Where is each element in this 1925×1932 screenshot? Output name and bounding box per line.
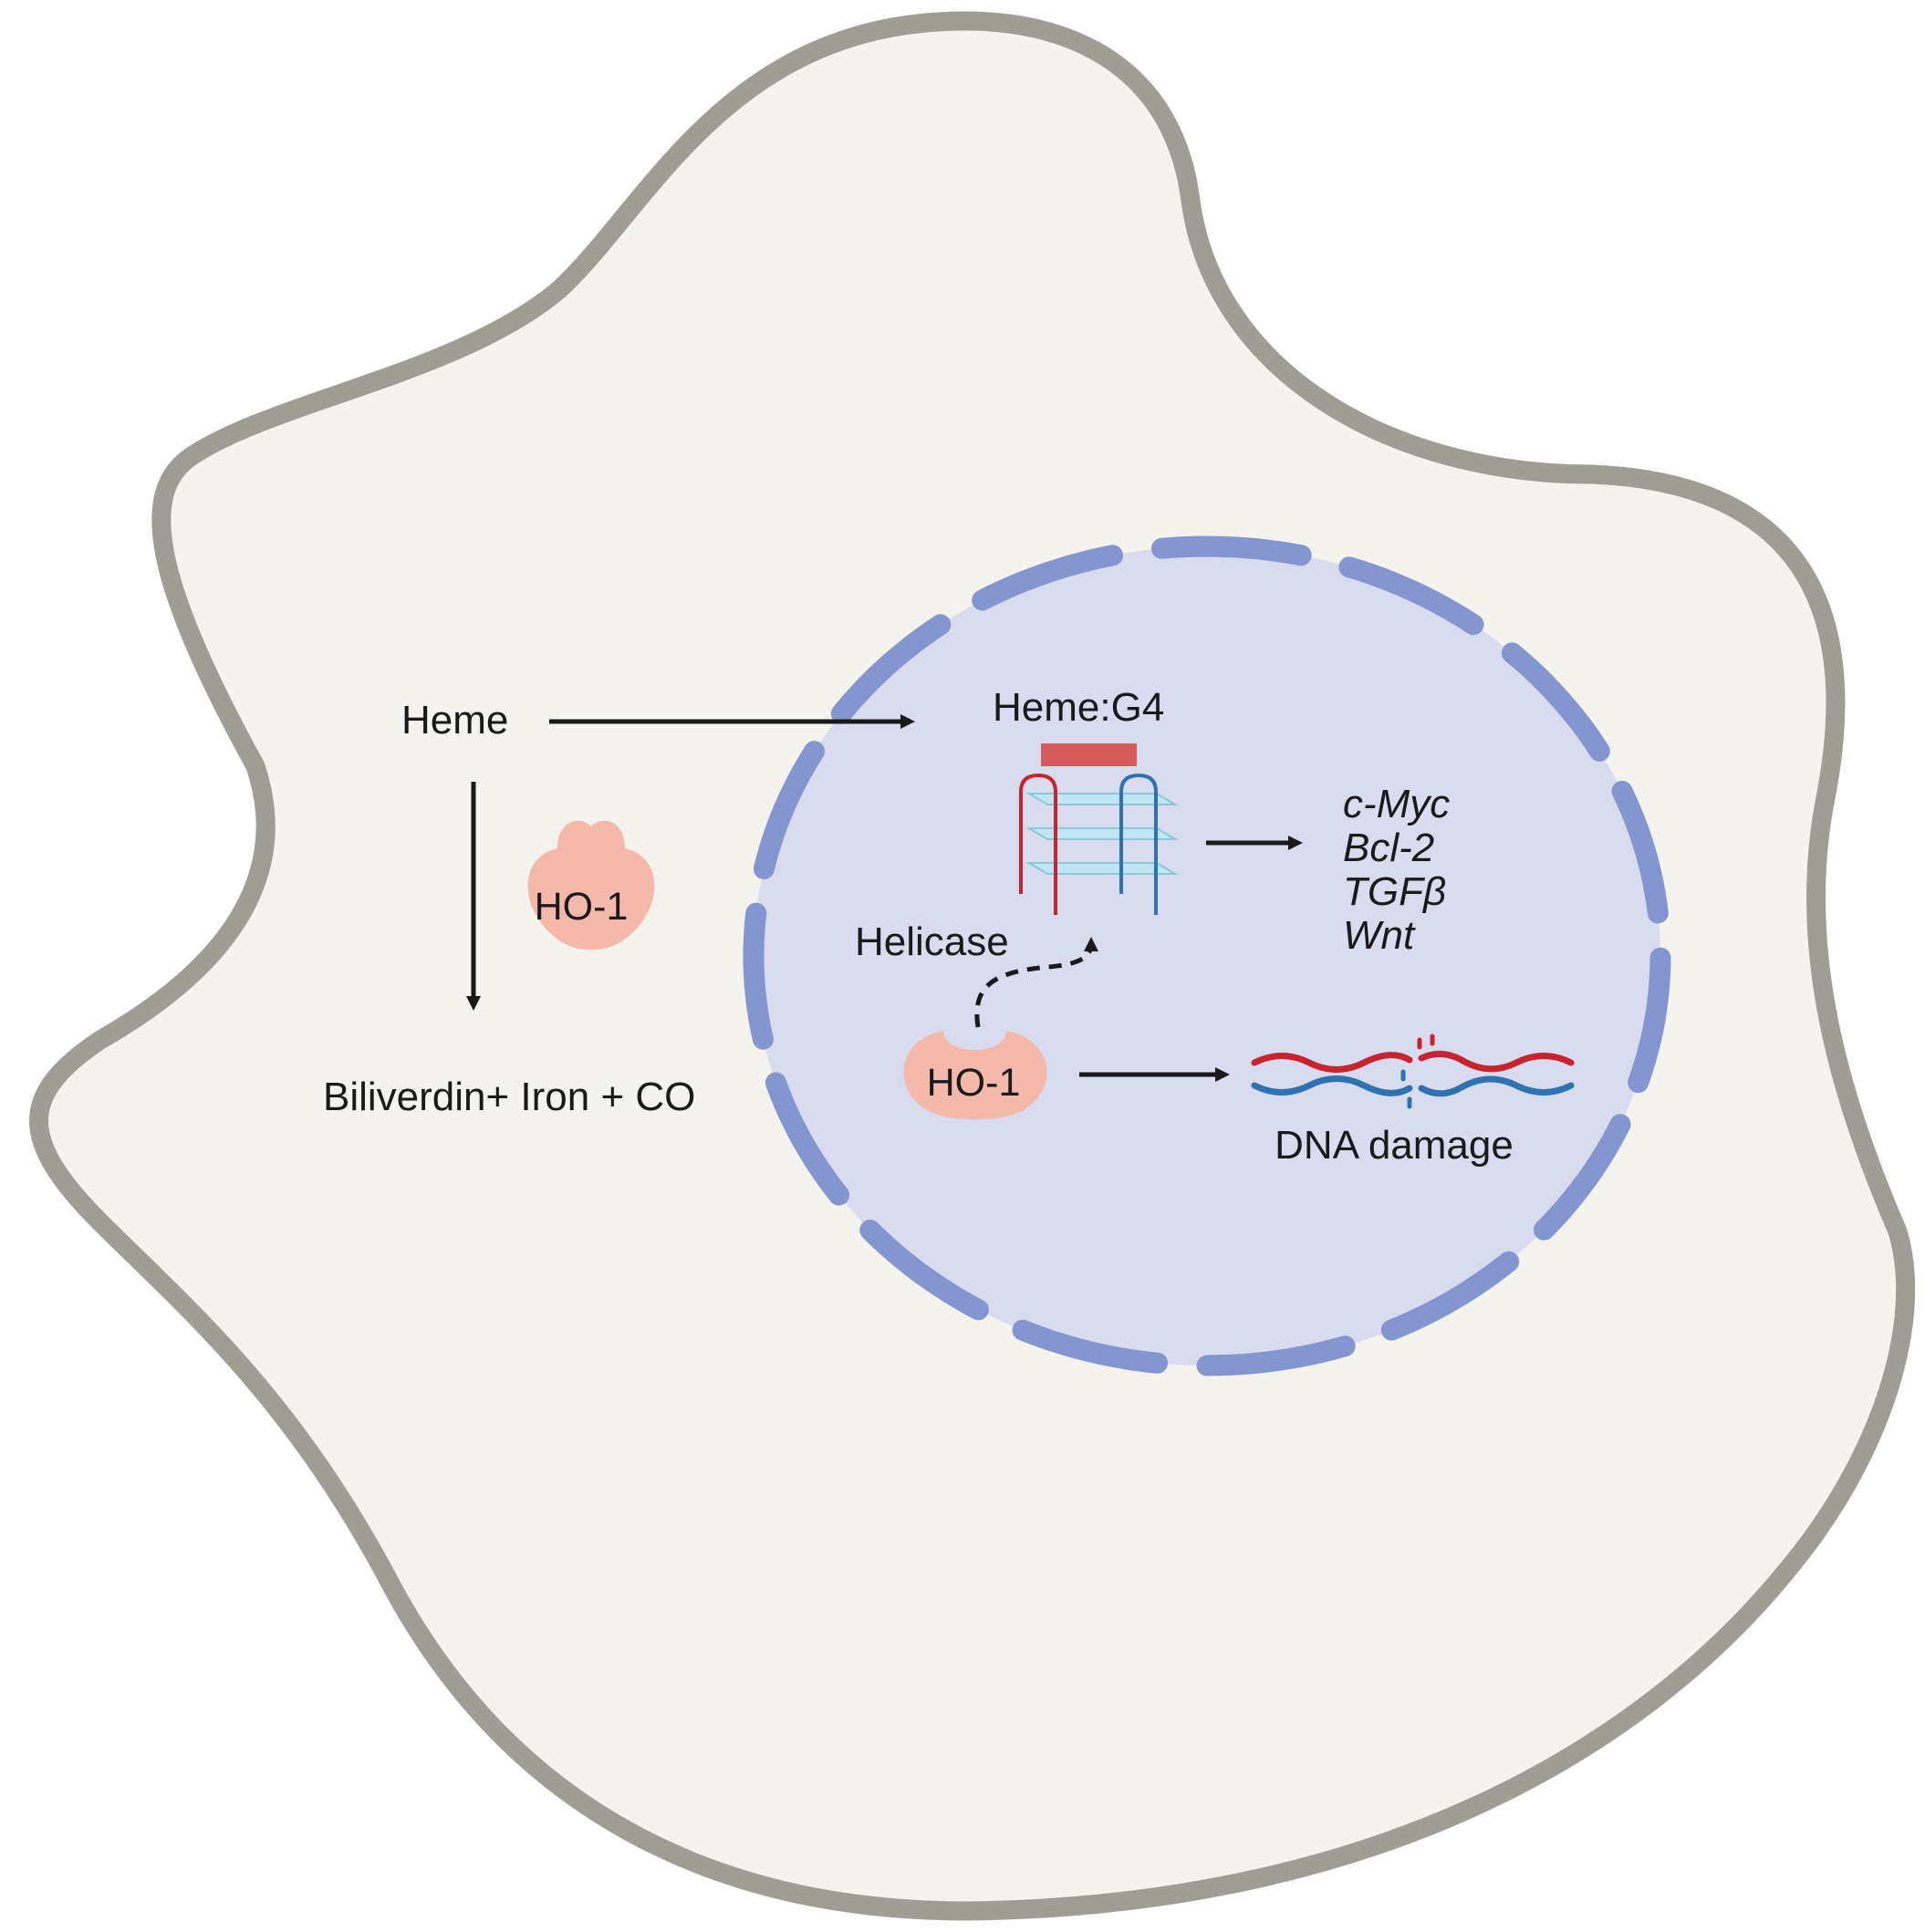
helicase-label: Helicase bbox=[855, 919, 1009, 964]
dna-helix-icon bbox=[1251, 1034, 1575, 1109]
heme-bar bbox=[1041, 743, 1137, 766]
gene-label: Wnt bbox=[1343, 913, 1416, 958]
nucleus bbox=[754, 546, 1660, 1366]
gene-label: c-Myc bbox=[1343, 782, 1450, 826]
helicase-dashed-arrow bbox=[974, 937, 1098, 1028]
nuclear-envelope bbox=[743, 535, 1671, 1376]
enzyme-shape-icon bbox=[527, 820, 655, 950]
envelope-segment bbox=[743, 902, 774, 1050]
heme-g4-label: Heme:G4 bbox=[993, 685, 1164, 730]
gene-label: Bcl-2 bbox=[1343, 826, 1434, 870]
ho1-nucleus: HO-1 bbox=[903, 1031, 1047, 1120]
envelope-segment bbox=[1012, 1319, 1169, 1374]
envelope-segment bbox=[972, 545, 1123, 611]
envelope-segment bbox=[1533, 1114, 1631, 1241]
envelope-segment bbox=[1196, 1335, 1356, 1376]
enzyme-shape-icon bbox=[903, 1031, 1047, 1120]
gene-label: TGFβ bbox=[1343, 869, 1446, 914]
envelope-segment bbox=[830, 614, 952, 724]
ho1-cytoplasm-label: HO-1 bbox=[535, 885, 629, 929]
envelope-segment bbox=[765, 1072, 849, 1206]
envelope-segment bbox=[1338, 556, 1484, 636]
products-label: Biliverdin+ Iron + CO bbox=[323, 1075, 695, 1119]
g-quadruplex-icon bbox=[1019, 773, 1179, 915]
envelope-segment bbox=[1151, 535, 1312, 566]
ho1-nucleus-label: HO-1 bbox=[927, 1061, 1021, 1105]
dna-damage-label: DNA damage bbox=[1275, 1123, 1514, 1168]
envelope-segment bbox=[1501, 642, 1610, 762]
envelope-segment bbox=[1380, 1251, 1520, 1341]
ho1-cytoplasm: HO-1 bbox=[527, 820, 655, 950]
heme-label: Heme bbox=[401, 698, 508, 743]
envelope-segment bbox=[859, 1220, 989, 1321]
envelope-segment bbox=[1628, 947, 1671, 1094]
target-genes: c-Myc Bcl-2 TGFβ Wnt bbox=[1343, 782, 1450, 958]
envelope-segment bbox=[1611, 780, 1669, 924]
envelope-segment bbox=[753, 741, 825, 879]
